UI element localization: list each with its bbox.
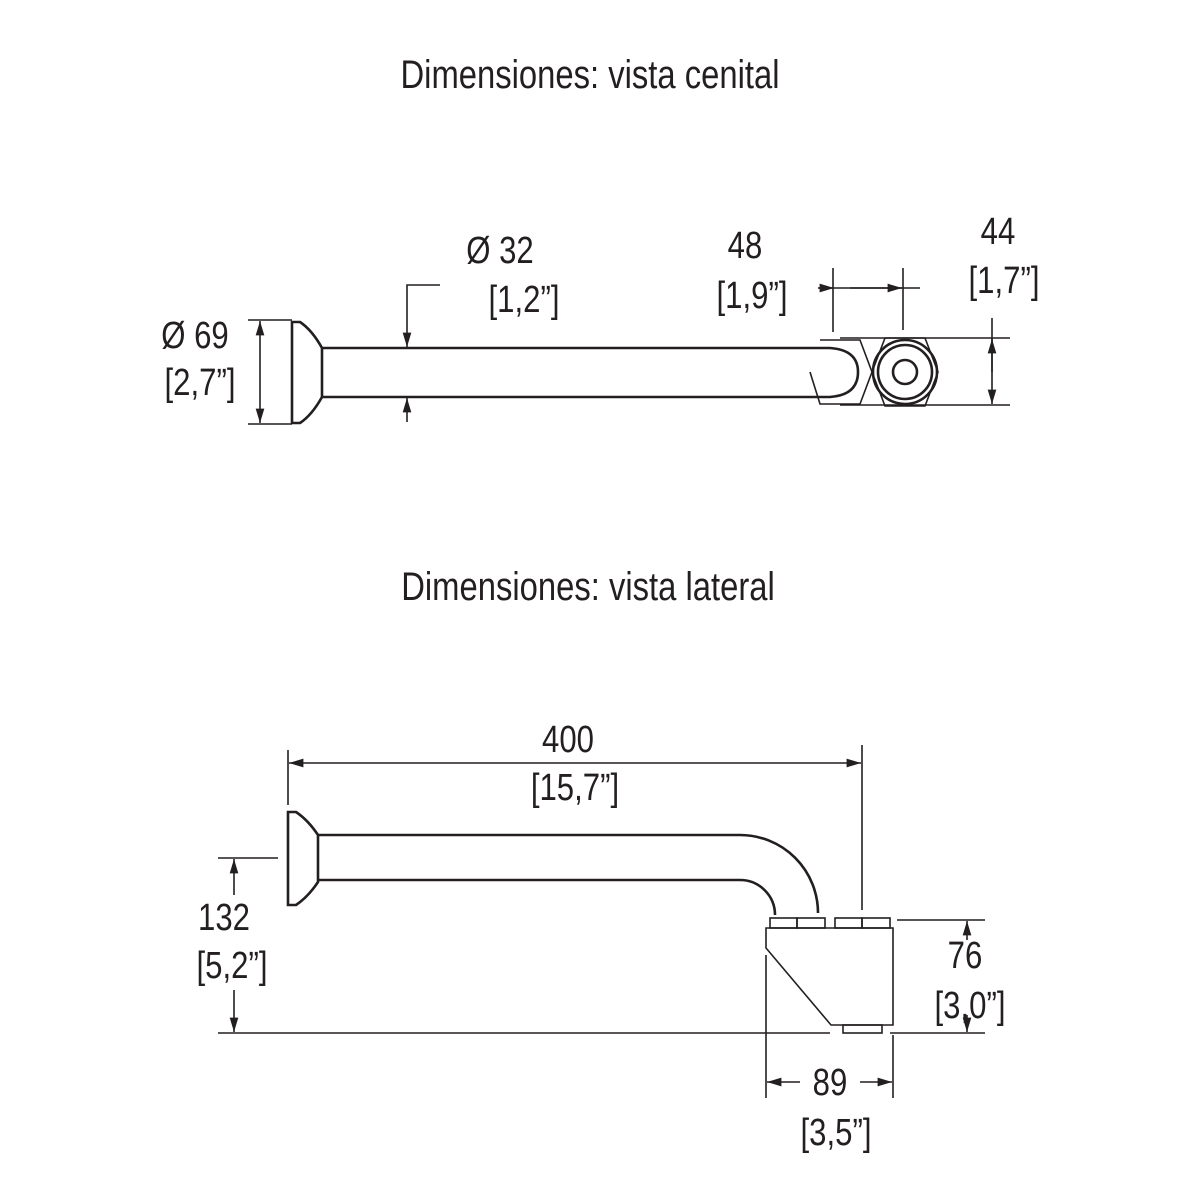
- top-view-title: Dimensiones: vista cenital: [400, 52, 779, 97]
- nut-spacing-in: [1,9”]: [717, 275, 788, 317]
- pipe-diameter-in: [1,2”]: [489, 279, 560, 321]
- dim-flange-diameter: Ø 69 [2,7”]: [161, 315, 292, 425]
- dim-base-width: 89 [3,5”]: [765, 955, 894, 1154]
- dim-base-height: 76 [3,0”]: [890, 919, 1006, 1034]
- nut-spacing-mm: 48: [728, 225, 763, 267]
- top-view-shower-arm: [290, 320, 939, 425]
- height-in: [5,2”]: [197, 945, 268, 987]
- dim-pipe-diameter: Ø 32 [1,2”]: [402, 230, 560, 422]
- flange-diameter-mm: Ø 69: [161, 315, 229, 357]
- height-mm: 132: [198, 897, 250, 939]
- dim-length: 400 [15,7”]: [287, 719, 863, 910]
- base-height-mm: 76: [948, 935, 983, 977]
- nut-width-in: [1,7”]: [969, 260, 1040, 302]
- nut-width-mm: 44: [981, 211, 1016, 253]
- top-view: Dimensiones: vista cenital Ø 69 [2,7”] Ø…: [161, 52, 1040, 425]
- length-in: [15,7”]: [531, 767, 619, 809]
- dim-nut-spacing: 48 [1,9”]: [717, 225, 920, 332]
- dim-height: 132 [5,2”]: [197, 857, 830, 1034]
- side-view-title: Dimensiones: vista lateral: [401, 564, 775, 609]
- flange-diameter-in: [2,7”]: [165, 362, 236, 404]
- side-view: Dimensiones: vista lateral 400 [15,7”]: [197, 564, 1006, 1154]
- length-mm: 400: [542, 719, 594, 761]
- base-width-mm: 89: [813, 1062, 848, 1104]
- dim-nut-width: 44 [1,7”]: [840, 211, 1040, 406]
- side-view-shower-arm: [286, 810, 894, 1034]
- base-height-in: [3,0”]: [935, 985, 1006, 1027]
- base-width-in: [3,5”]: [801, 1112, 872, 1154]
- pipe-diameter-mm: Ø 32: [466, 230, 534, 272]
